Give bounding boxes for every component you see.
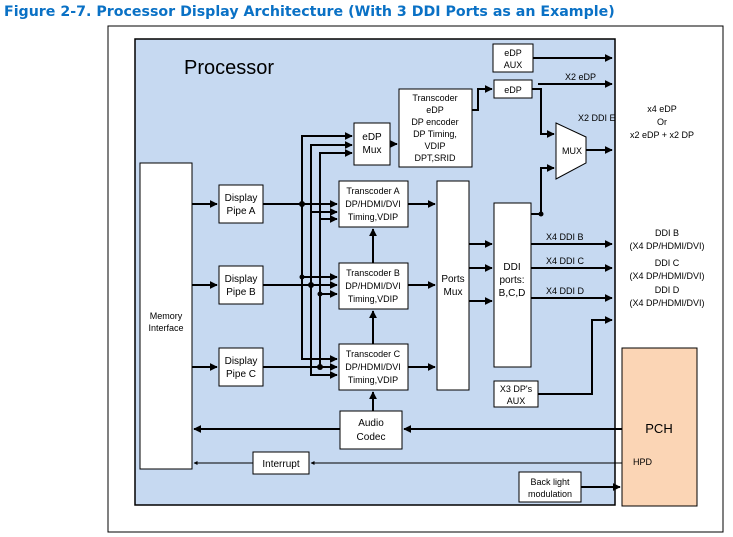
x3-dp-aux-label-1: X3 DP's (500, 384, 533, 394)
junction-dot (538, 211, 544, 217)
mux-shape (555, 122, 587, 180)
ddi-c-out-label-1: DDI C (655, 258, 680, 268)
junction-dot (317, 291, 323, 297)
conn-pipe-b-trans-a (310, 208, 338, 285)
transcoder-edp-label-1: Transcoder (412, 93, 457, 103)
display-pipe-c-label-1: Display (225, 356, 258, 367)
backlight-modulation-label-2: modulation (528, 489, 572, 499)
edp-mux-label-2: Mux (363, 145, 382, 156)
transcoder-c-block (338, 343, 409, 391)
transcoder-b-label-2: DP/HDMI/DVI (345, 281, 401, 291)
processor-label: Processor (184, 57, 274, 79)
x2-edp-label: X2 eDP (565, 72, 596, 82)
transcoder-a-label-2: DP/HDMI/DVI (345, 199, 401, 209)
interrupt-label: Interrupt (262, 459, 299, 470)
mux-label: MUX (562, 146, 582, 156)
edp-out-label-1: x4 eDP (647, 104, 677, 114)
transcoder-edp-label-5: VDIP (424, 141, 445, 151)
x4-ddi-b-label: X4 DDI B (546, 232, 584, 242)
memory-interface-label-1: Memory (150, 311, 183, 321)
transcoder-edp-label-6: DPT,SRID (414, 153, 456, 163)
junction-dot (308, 282, 314, 288)
conn-pipe-a-trans-c (301, 277, 338, 363)
conn-edp-mux (532, 88, 555, 138)
ddi-ports-label-3: B,C,D (499, 288, 526, 299)
transcoder-b-block (338, 262, 409, 310)
hpd-label: HPD (633, 457, 653, 467)
junction-dot (317, 364, 323, 370)
display-pipe-c-block (218, 347, 264, 387)
display-pipe-c-label-2: Pipe C (226, 369, 256, 380)
ddi-ports-block (493, 202, 532, 368)
edp-out-label-3: x2 eDP + x2 DP (630, 130, 694, 140)
figure-title: Figure 2-7. Processor Display Architectu… (4, 4, 615, 20)
ddi-b-out-label-2: (X4 DP/HDMI/DVI) (629, 241, 704, 251)
backlight-modulation-block (518, 471, 582, 503)
display-pipe-a-label-2: Pipe A (227, 206, 256, 217)
display-pipe-b-label-2: Pipe B (226, 287, 256, 298)
x4-ddi-c-label: X4 DDI C (546, 256, 585, 266)
edp-aux-label-2: AUX (504, 60, 523, 70)
edp-mux-block (353, 122, 391, 166)
transcoder-a-block (338, 180, 409, 228)
ddi-d-out-label-2: (X4 DP/HDMI/DVI) (629, 298, 704, 308)
audio-codec-label-1: Audio (358, 418, 384, 429)
edp-aux-block (492, 43, 534, 73)
x3-dp-aux-block (493, 380, 539, 408)
ddi-b-out-label-1: DDI B (655, 228, 679, 238)
ddi-d-out-label-1: DDI D (655, 285, 680, 295)
conn-transcoder-edp-edp (472, 85, 493, 111)
display-pipe-a-block (218, 184, 264, 224)
junction-dot (299, 274, 305, 280)
backlight-modulation-label-1: Back light (530, 477, 570, 487)
conn-x3-aux-out (538, 316, 613, 395)
ports-mux-label-2: Mux (444, 287, 463, 298)
transcoder-edp-label-3: DP encoder (411, 117, 458, 127)
display-pipe-b-label-1: Display (225, 274, 258, 285)
pch-block (621, 347, 698, 507)
display-pipe-b-block (218, 265, 264, 305)
ports-mux-label-1: Ports (441, 274, 464, 285)
ddi-ports-label-1: DDI (503, 262, 520, 273)
x3-dp-aux-label-2: AUX (507, 396, 526, 406)
transcoder-a-label-1: Transcoder A (346, 186, 399, 196)
transcoder-b-label-3: Timing,VDIP (348, 294, 398, 304)
display-pipe-a-label-1: Display (225, 193, 258, 204)
x2-ddi-e-label: X2 DDI E (578, 113, 616, 123)
edp-mux-label-1: eDP (362, 132, 382, 143)
transcoder-a-label-3: Timing,VDIP (348, 212, 398, 222)
audio-codec-block (339, 410, 403, 450)
edp-aux-label-1: eDP (504, 48, 522, 58)
ddi-c-out-label-2: (X4 DP/HDMI/DVI) (629, 271, 704, 281)
conn-ddi-mux (531, 164, 555, 215)
ports-mux-block (436, 180, 470, 391)
x4-ddi-d-label: X4 DDI D (546, 286, 585, 296)
conn-pipe-c-trans-a (319, 215, 338, 294)
transcoder-edp-block (398, 88, 473, 168)
audio-codec-label-2: Codec (357, 432, 386, 443)
ddi-ports-label-2: ports: (499, 275, 524, 286)
conn-pipe-a-edp-mux (301, 132, 353, 204)
transcoder-c-label-2: DP/HDMI/DVI (345, 362, 401, 372)
transcoder-c-label-1: Transcoder C (346, 349, 401, 359)
pch-label: PCH (645, 421, 672, 436)
conn-pipe-b-trans-c (310, 285, 338, 379)
edp-label: eDP (504, 85, 522, 95)
transcoder-c-label-3: Timing,VDIP (348, 375, 398, 385)
transcoder-b-label-1: Transcoder B (346, 268, 400, 278)
transcoder-edp-label-2: eDP (426, 105, 444, 115)
edp-out-label-2: Or (657, 117, 667, 127)
transcoder-edp-label-4: DP Timing, (413, 129, 457, 139)
junction-dot (299, 201, 305, 207)
memory-interface-label-2: Interface (148, 323, 183, 333)
memory-interface-block (139, 162, 193, 470)
